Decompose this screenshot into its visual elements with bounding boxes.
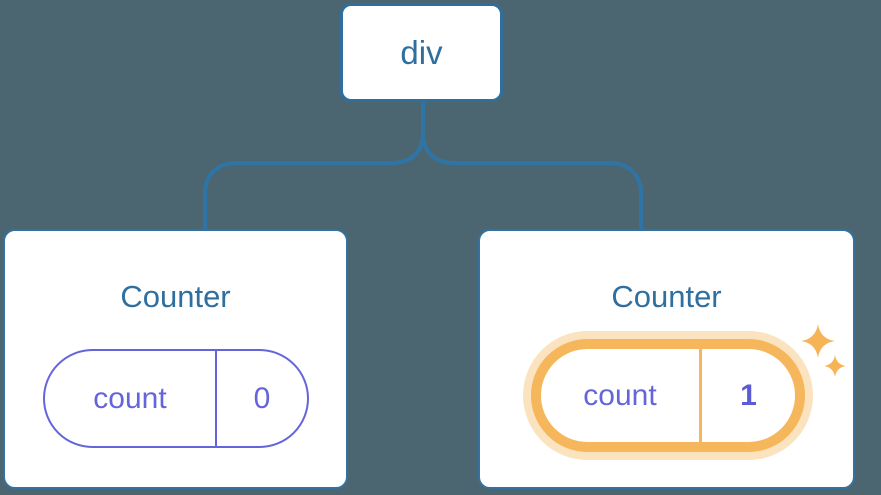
root-node-div: div bbox=[340, 3, 503, 102]
root-node-label: div bbox=[400, 33, 443, 71]
connector-right-branch bbox=[421, 102, 643, 229]
counter-card-right: Counter count 1 bbox=[478, 229, 855, 489]
component-title: Counter bbox=[611, 279, 722, 314]
state-badge-left: count 0 bbox=[43, 349, 309, 448]
state-label: count bbox=[45, 351, 217, 446]
state-label: count bbox=[541, 349, 702, 442]
state-value: 0 bbox=[253, 381, 271, 415]
state-badge-right-highlighted: count 1 bbox=[531, 339, 805, 452]
counter-card-left: Counter count 0 bbox=[3, 229, 348, 489]
sparkle-icon bbox=[801, 324, 835, 358]
sparkle-icon bbox=[824, 355, 846, 377]
connector-left-branch bbox=[203, 102, 425, 229]
state-value: 1 bbox=[740, 378, 757, 412]
component-title: Counter bbox=[120, 279, 231, 314]
